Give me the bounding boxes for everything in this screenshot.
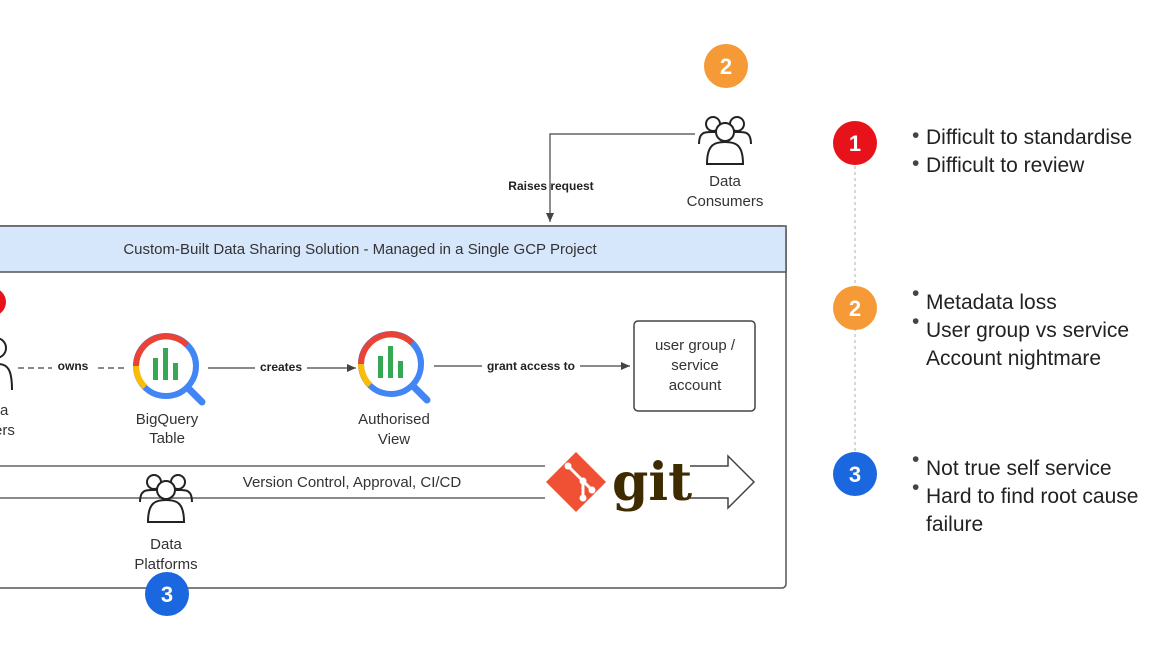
platforms-badge: 3 [145,572,189,616]
authorised-view-label-line1: Authorised [358,411,430,428]
bullet: • [912,448,919,471]
target-account-line2: service [671,357,719,374]
owners-badge-red [0,290,6,314]
badge-circle [704,44,748,88]
creates-label: creates [260,360,302,374]
legend-text: Metadata loss [926,291,1057,314]
bullet: • [912,310,919,333]
bullet: • [912,124,919,147]
data-owners-node: a ers [0,290,15,439]
authorised-view-icon [361,334,427,400]
owners-label-line2: ers [0,422,15,439]
badge-circle [145,572,189,616]
legend-text: failure [926,513,983,536]
legend-text: Account nightmare [926,347,1101,370]
legend-badge [833,121,877,165]
bullet: • [912,282,919,305]
owns-label-bg [52,358,94,374]
grant-access-label: grant access to [487,359,575,373]
bullet: • [912,476,919,499]
badge-number: 3 [161,582,173,607]
bullet: • [912,152,919,175]
grant-access-connector: grant access to [434,357,630,373]
owns-connector: owns [18,358,128,374]
raises-request-label: Raises request [508,179,593,193]
target-account-node: user group / service account [633,320,756,412]
owners-label-line1: a [0,402,9,419]
owns-label: owns [58,359,89,373]
legend-item-1: 1 • Difficult to standardise • Difficult… [833,121,1132,177]
pipeline-arrow-head [690,454,756,510]
raises-request-connector: Raises request [508,133,695,222]
legend-badge-number: 2 [849,296,861,321]
creates-label-bg [255,359,307,375]
target-account-line3: account [669,377,722,394]
legend-badge [833,286,877,330]
legend-text: Hard to find root cause [926,485,1138,508]
creates-connector: creates [208,359,356,375]
container-header [0,225,787,273]
bigquery-table-label-line1: BigQuery [136,411,199,428]
data-platforms-label-line2: Platforms [134,556,197,573]
target-account-box [633,320,756,412]
data-consumers-label-line1: Data [709,173,741,190]
target-account-line1: user group / [655,337,736,354]
container-title: Custom-Built Data Sharing Solution - Man… [123,241,597,258]
legend-text: Not true self service [926,457,1112,480]
pipeline-label: Version Control, Approval, CI/CD [243,474,462,491]
authorised-view-label-line2: View [378,431,410,448]
data-consumers-icon [698,116,752,165]
legend-item-3: 3 • Not true self service • Hard to find… [833,448,1138,536]
legend-item-2: 2 • Metadata loss • User group vs servic… [833,282,1129,370]
legend-text: Difficult to standardise [926,126,1132,149]
legend-text: User group vs service [926,319,1129,342]
badge-number: 2 [720,54,732,79]
bigquery-table-label-line2: Table [149,430,185,447]
git-icon [546,452,606,512]
legend-text: Difficult to review [926,154,1085,177]
data-consumers-label-line2: Consumers [687,193,764,210]
raises-request-arrow [546,133,695,222]
pipeline-band: Version Control, Approval, CI/CD [0,454,756,510]
data-platforms-label-line1: Data [150,536,182,553]
legend-badge-number: 1 [849,131,861,156]
grant-access-label-bg [482,357,580,373]
legend-badge [833,452,877,496]
legend-badge-number: 3 [849,462,861,487]
people-icon [0,337,13,391]
bigquery-table-icon [136,336,202,402]
git-logo: git [546,452,692,513]
consumers-badge: 2 [704,44,748,88]
git-logo-text: git [612,452,692,513]
